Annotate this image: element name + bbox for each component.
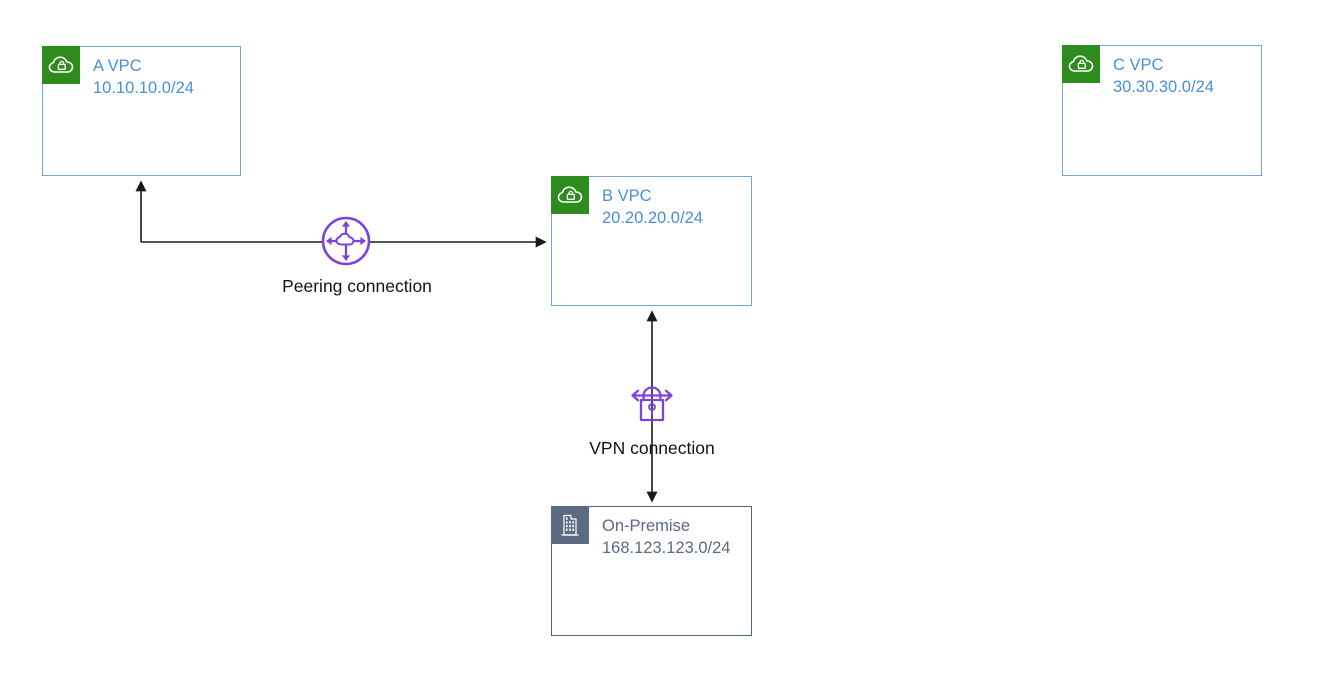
node-cidr: 10.10.10.0/24 — [93, 78, 194, 97]
node-a-vpc: A VPC 10.10.10.0/24 — [41, 45, 241, 176]
node-label: C VPC — [1113, 56, 1164, 74]
vpc-peering-icon — [321, 216, 371, 266]
node-label: A VPC — [93, 57, 142, 75]
building-icon — [550, 505, 589, 544]
node-cidr: 168.123.123.0/24 — [602, 538, 731, 557]
vpc-cloud-lock-icon — [1061, 44, 1100, 83]
node-label: B VPC — [602, 187, 652, 205]
node-cidr: 20.20.20.0/24 — [602, 208, 703, 227]
node-b-vpc: B VPC 20.20.20.0/24 — [550, 175, 752, 306]
node-on-premise: On-Premise 168.123.123.0/24 — [550, 505, 752, 636]
vpn-connection-label: VPN connection — [589, 438, 715, 458]
node-cidr: 30.30.30.0/24 — [1113, 77, 1214, 96]
node-label: On-Premise — [602, 517, 691, 535]
vpc-cloud-lock-icon — [41, 45, 80, 84]
vpc-cloud-lock-icon — [550, 175, 589, 214]
node-c-vpc: C VPC 30.30.30.0/24 — [1061, 44, 1262, 176]
vpn-lock-icon — [631, 386, 673, 422]
peering-connection-label: Peering connection — [282, 276, 432, 296]
